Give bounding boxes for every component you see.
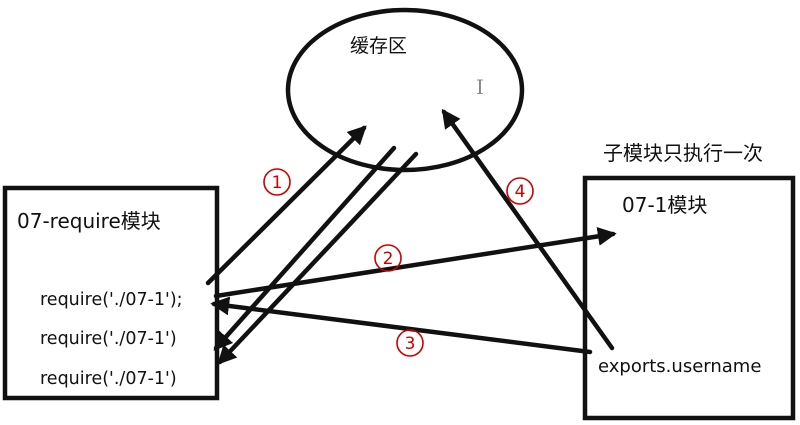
exports-username-label: exports.username bbox=[598, 356, 761, 377]
step-1-arrow bbox=[205, 125, 367, 286]
step-2-number: 2 bbox=[383, 249, 394, 269]
cache-return-arrow-line-3 bbox=[217, 151, 419, 365]
step-1-badge bbox=[263, 168, 291, 196]
step-2-arrow bbox=[213, 226, 617, 299]
require-line-1: require('./07-1'); bbox=[40, 290, 183, 310]
right-module-box bbox=[582, 175, 796, 421]
text-cursor-icon: I bbox=[476, 75, 484, 99]
step-4-arrow bbox=[441, 108, 615, 351]
left-module-title: 07-require模块 bbox=[17, 209, 161, 233]
step-3-arrow bbox=[210, 296, 593, 355]
cache-label: 缓存区 bbox=[350, 35, 407, 57]
step-4-number: 4 bbox=[515, 182, 526, 202]
cache-return-arrow-line-2 bbox=[213, 145, 397, 351]
step-2-badge bbox=[374, 244, 402, 272]
cache-ellipse bbox=[285, 7, 525, 173]
right-module-title: 07-1模块 bbox=[622, 193, 707, 217]
require-line-2: require('./07-1') bbox=[40, 329, 177, 349]
right-module-caption: 子模块只执行一次 bbox=[603, 141, 763, 165]
step-3-number: 3 bbox=[405, 334, 416, 354]
require-line-3: require('./07-1') bbox=[40, 369, 177, 389]
step-1-number: 1 bbox=[272, 173, 283, 193]
step-3-badge bbox=[396, 329, 424, 357]
step-4-badge bbox=[506, 177, 534, 205]
left-module-box bbox=[2, 185, 220, 401]
